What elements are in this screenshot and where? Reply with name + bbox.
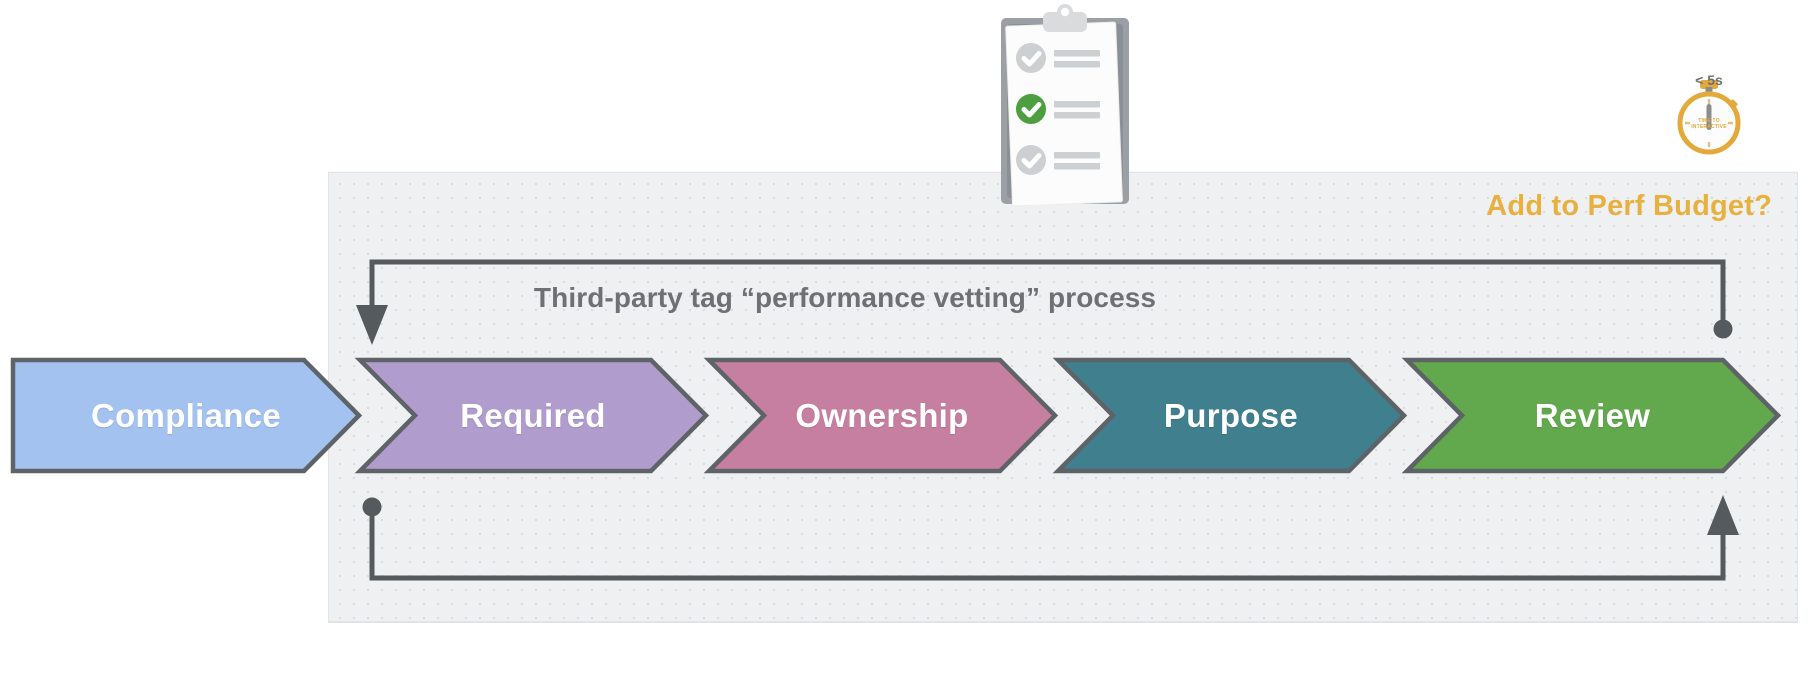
- process-title-text: Third-party tag “performance vetting” pr…: [533, 282, 1157, 313]
- chevron-shape-compliance: [10, 357, 363, 474]
- chevron-shape-required: [354, 357, 710, 474]
- stage-label: Ownership: [795, 396, 969, 434]
- stopwatch-face-line1: TIME TO: [1698, 118, 1720, 124]
- chevron-shape-ownership: [703, 357, 1059, 474]
- stage-label: Compliance: [90, 396, 282, 434]
- checklist-item-1: [1016, 43, 1100, 73]
- stage-required[interactable]: Required: [354, 357, 710, 474]
- stopwatch-badge-label: < 5s: [1695, 72, 1723, 88]
- perf-budget-label: Add to Perf Budget?: [1486, 190, 1772, 222]
- checklist-item-3: [1016, 145, 1100, 175]
- chevron-shape-purpose: [1052, 357, 1408, 474]
- stopwatch-face-text: TIME TO INTERACTIVE: [1663, 118, 1755, 130]
- stage-label: Purpose: [1163, 396, 1299, 434]
- chevron-shape-review: [1401, 357, 1782, 474]
- stage-ownership[interactable]: Ownership: [703, 357, 1059, 474]
- stage-label: Required: [460, 396, 606, 434]
- stage-purpose[interactable]: Purpose: [1052, 357, 1408, 474]
- stopwatch-icon: [1677, 80, 1741, 155]
- stage-compliance[interactable]: Compliance: [10, 357, 363, 474]
- checklist-item-2-checked: [1016, 94, 1100, 124]
- stage-review[interactable]: Review: [1401, 357, 1782, 474]
- process-title: Third-party tag “performance vetting” pr…: [0, 282, 1810, 314]
- process-chevron-strip: Compliance Required Ownership Purpose Re: [0, 357, 1810, 474]
- checklist-clipboard-icon: [1001, 4, 1129, 207]
- stage-label: Review: [1534, 396, 1651, 434]
- stopwatch-face-line2: INTERACTIVE: [1691, 124, 1727, 130]
